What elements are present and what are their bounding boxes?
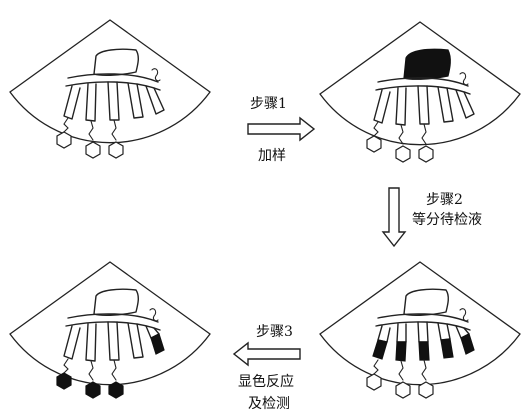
step2-arrow-group: 步骤2 等分待检液: [381, 187, 482, 248]
detection-zone-hexagon: [85, 141, 101, 159]
finger-channel: [127, 322, 144, 359]
finger-channel: [437, 86, 454, 123]
finger-channel: [127, 82, 144, 119]
right-arrow-icon: [247, 116, 316, 142]
finger-tip-filled: [418, 341, 430, 361]
finger-channel: [145, 85, 165, 115]
finger-tip-filled: [395, 341, 407, 362]
detection-zone-hexagon: [108, 141, 124, 159]
step3-action-line1: 显色反应: [238, 373, 294, 390]
sample-pad-filled: [403, 48, 451, 80]
panel-sample-added: [319, 21, 521, 163]
finger-channel: [395, 87, 407, 126]
step1-action: 加样: [258, 148, 286, 164]
fan-device-outline: [319, 261, 521, 386]
sample-pad: [403, 288, 449, 317]
step3-action-line2: 及检测: [248, 396, 290, 412]
detection-zone-hexagon: [366, 135, 382, 153]
panel-detected: [9, 261, 211, 399]
detection-zone-hexagon-filled: [56, 372, 72, 390]
finger-tip-filled: [150, 333, 165, 355]
detection-zone-hexagon-filled: [108, 381, 124, 399]
channel-bar: [67, 73, 159, 83]
finger-channel: [455, 89, 475, 119]
step1-arrow-group: 步骤1 加样: [247, 96, 316, 164]
panel-aliquoted: [319, 261, 521, 399]
left-arrow-icon: [232, 341, 301, 367]
channel-bar: [377, 313, 469, 323]
finger-tip-filled: [372, 339, 388, 360]
detection-zone-hexagon-filled: [85, 381, 101, 399]
finger-tip-filled: [440, 338, 454, 359]
finger-tip-filled: [460, 333, 475, 355]
step2-action: 等分待检液: [412, 211, 482, 228]
detection-zone-hexagon: [56, 131, 72, 149]
down-arrow-icon: [381, 187, 407, 248]
step3-arrow-group: 步骤3 显色反应 及检测: [232, 324, 301, 412]
fan-device-outline: [319, 21, 521, 146]
step2-title: 步骤2: [426, 192, 463, 208]
panel-initial: [9, 19, 211, 159]
channel-bar: [67, 313, 159, 323]
sample-pad: [93, 288, 139, 317]
detection-zone-hexagon: [395, 381, 411, 399]
sample-pad: [93, 48, 139, 77]
finger-channel: [63, 325, 81, 360]
step3-title: 步骤3: [256, 324, 293, 340]
detection-zone-hexagon: [395, 145, 411, 163]
finger-channel: [85, 323, 97, 362]
detection-zone-hexagon: [366, 373, 382, 391]
fan-device-outline: [9, 261, 211, 386]
channel-bar: [377, 77, 469, 87]
step1-title: 步骤1: [250, 96, 287, 112]
detection-zone-hexagon: [418, 145, 434, 163]
finger-channel: [85, 83, 97, 122]
detection-zone-hexagon: [418, 381, 434, 399]
